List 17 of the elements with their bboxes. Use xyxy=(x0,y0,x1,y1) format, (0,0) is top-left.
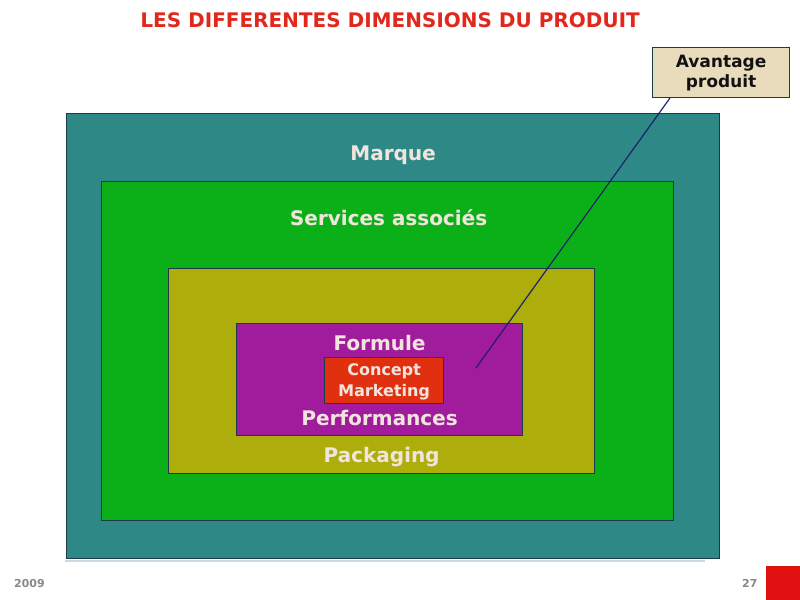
layer-label: Services associés xyxy=(288,205,488,231)
layer-label: Formule xyxy=(332,330,426,356)
page-number: 27 xyxy=(742,577,758,590)
layer-label: Marque xyxy=(349,140,437,166)
packaging-layer xyxy=(168,268,595,474)
services-layer xyxy=(101,181,674,521)
layer-label: Concept Marketing xyxy=(337,360,431,402)
layer-label: Packaging xyxy=(322,442,440,468)
formula-layer xyxy=(236,323,523,436)
footer-year: 2009 xyxy=(14,577,45,590)
callout-label: Avantage produit xyxy=(674,52,768,93)
leader-line xyxy=(475,98,671,368)
slide-title: LES DIFFERENTES DIMENSIONS DU PRODUIT xyxy=(139,8,641,33)
layer-label: Performances xyxy=(300,405,459,431)
callout-box xyxy=(652,47,790,98)
core-box xyxy=(324,357,444,404)
brand-layer xyxy=(66,113,720,559)
